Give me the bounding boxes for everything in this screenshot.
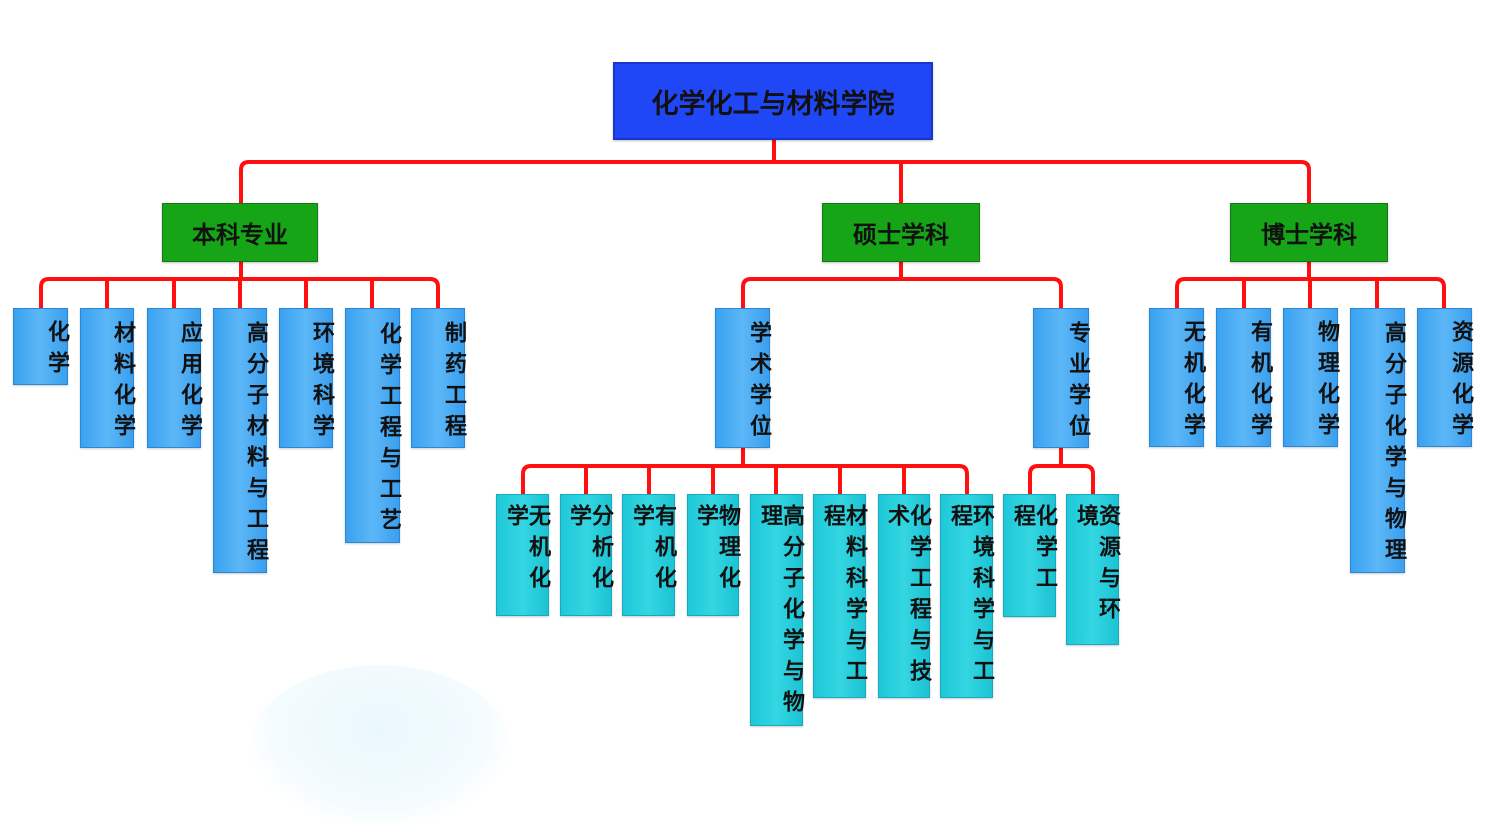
discipline-label: 物理化学 — [693, 504, 740, 597]
professional-degree-node: 专业学位 — [1033, 308, 1090, 448]
major-label: 化学 — [44, 320, 69, 382]
discipline-label: 材料科学与工程 — [820, 504, 867, 690]
undergrad-major-box: 应用化学 — [147, 308, 202, 448]
doctoral-discipline-box: 物理化学 — [1283, 308, 1339, 447]
undergrad-major-box: 环境科学 — [279, 308, 334, 448]
discipline-label: 环境科学与工程 — [947, 504, 994, 690]
discipline-label: 化学工程 — [1010, 504, 1057, 597]
master-academic-box: 材料科学与工程 — [813, 494, 867, 698]
master-academic-box: 高分子化学与物理 — [750, 494, 804, 726]
professional-degree-label: 专业学位 — [1065, 320, 1090, 445]
major-label: 高分子材料与工程 — [243, 321, 268, 569]
doctoral-label: 博士学科 — [1261, 221, 1357, 249]
discipline-label: 无机化学 — [1180, 320, 1205, 444]
professional-connector-bus — [1028, 464, 1095, 494]
root-connector-bus — [239, 160, 1311, 203]
undergrad-major-box: 高分子材料与工程 — [213, 308, 268, 573]
undergrad-major-box: 材料化学 — [80, 308, 135, 448]
undergraduate-label: 本科专业 — [192, 221, 288, 249]
master-node: 硕士学科 — [822, 203, 980, 262]
master-academic-box: 环境科学与工程 — [940, 494, 994, 698]
master-academic-box: 有机化学 — [622, 494, 676, 616]
doctoral-discipline-box: 无机化学 — [1149, 308, 1205, 447]
doctoral-node: 博士学科 — [1230, 203, 1388, 262]
master-academic-box: 分析化学 — [560, 494, 613, 616]
master-connector-bus — [741, 277, 1063, 308]
discipline-label: 资源与环境 — [1073, 504, 1120, 628]
master-academic-box: 物理化学 — [687, 494, 740, 616]
discipline-label: 高分子化学与物理 — [757, 504, 804, 721]
doctoral-discipline-box: 有机化学 — [1216, 308, 1272, 447]
master-academic-box: 无机化学 — [496, 494, 550, 616]
undergrad-major-box: 化学工程与工艺 — [345, 308, 401, 543]
discipline-label: 分析化学 — [566, 504, 613, 597]
doctoral-discipline-box: 资源化学 — [1417, 308, 1473, 447]
undergraduate-node: 本科专业 — [162, 203, 318, 262]
discipline-label: 物理化学 — [1314, 320, 1339, 444]
college-root-node: 化学化工与材料学院 — [613, 62, 933, 140]
major-label: 化学工程与工艺 — [376, 321, 401, 539]
undergrad-major-box: 化学 — [13, 308, 69, 385]
major-label: 环境科学 — [309, 320, 334, 445]
master-professional-box: 资源与环境 — [1066, 494, 1120, 645]
master-label: 硕士学科 — [853, 221, 949, 249]
discipline-label: 高分子化学与物理 — [1381, 321, 1406, 569]
major-label: 应用化学 — [177, 320, 202, 445]
undergrad-major-box: 制药工程 — [411, 308, 466, 448]
discipline-label: 有机化学 — [1247, 320, 1272, 444]
college-title: 化学化工与材料学院 — [651, 88, 895, 120]
discipline-label: 无机化学 — [503, 504, 550, 597]
connector-lines — [39, 140, 1446, 494]
discipline-label: 资源化学 — [1448, 320, 1473, 444]
master-academic-box: 化学工程与技术 — [878, 494, 931, 698]
major-label: 制药工程 — [441, 320, 466, 445]
discipline-label: 化学工程与技术 — [884, 504, 931, 690]
academic-degree-node: 学术学位 — [715, 308, 771, 448]
academic-connector-bus — [521, 464, 969, 494]
academic-degree-label: 学术学位 — [746, 320, 771, 445]
master-professional-box: 化学工程 — [1003, 494, 1057, 617]
doctoral-discipline-box: 高分子化学与物理 — [1350, 308, 1406, 573]
major-label: 材料化学 — [110, 320, 135, 445]
discipline-label: 有机化学 — [629, 504, 676, 597]
